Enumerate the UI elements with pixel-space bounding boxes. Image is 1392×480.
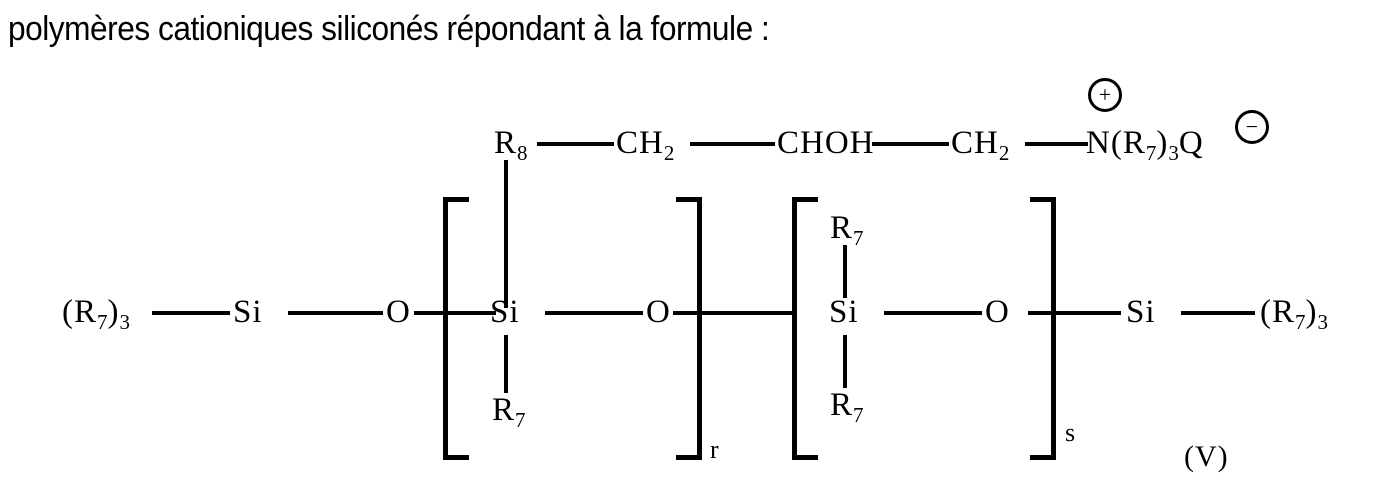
atom-label-left-cap-R7: (R7)3: [62, 294, 130, 334]
bracket-open-unit-r: [443, 197, 469, 460]
atom-label-CH2-second: CH2: [951, 125, 1010, 165]
positive-charge-icon: +: [1088, 78, 1122, 112]
atom-label-unit-s-silicon: Si: [829, 294, 859, 330]
formula-number-label: (V): [1184, 440, 1229, 473]
atom-label-unit-s-top-R7: R7: [830, 210, 864, 250]
atom-label-R8: R8: [494, 125, 528, 165]
atom-label-unit-r-R7: R7: [492, 392, 526, 432]
bond-unit-r-si-o: [545, 311, 643, 315]
bracket-open-unit-s: [792, 197, 818, 460]
bond-between-repeat-units: [673, 311, 793, 315]
bond-r8-ch2: [537, 142, 614, 146]
bond-unit-s-si-to-r7-bottom: [843, 335, 847, 388]
bond-choh-ch2: [872, 142, 949, 146]
bond-rightsi-rightcap: [1181, 311, 1255, 315]
bond-ch2-nitrogen: [1025, 142, 1088, 146]
atom-label-left-oxygen: O: [386, 294, 411, 330]
repeat-index-s: s: [1065, 418, 1076, 447]
bond-unit-s-r7-top-to-si: [843, 245, 847, 298]
atom-label-CH2-first: CH2: [616, 125, 675, 165]
atom-label-ammonium: N(R7)3Q: [1086, 125, 1204, 165]
negative-charge-icon: −: [1235, 110, 1269, 144]
atom-label-unit-s-oxygen: O: [985, 294, 1010, 330]
chemical-structure-formula-V: R8 CH2 CHOH CH2 + N(R7)3Q − (R7)3 Si O: [0, 60, 1392, 480]
atom-label-unit-s-bottom-R7: R7: [830, 387, 864, 427]
repeat-index-r: r: [710, 435, 719, 464]
bond-bracket-s-to-right-si: [1028, 311, 1121, 315]
bond-o-to-bracket-r: [414, 311, 496, 315]
bond-leftcap-si: [152, 311, 230, 315]
page-heading: polymères cationiques siliconés répondan…: [8, 10, 770, 48]
bracket-close-unit-r: [676, 197, 702, 460]
bond-leftsi-o: [288, 311, 383, 315]
atom-label-unit-r-oxygen: O: [646, 294, 671, 330]
atom-label-CHOH: CHOH: [777, 125, 875, 161]
bond-unit-r-si-to-r7: [504, 335, 508, 393]
bracket-close-unit-s: [1030, 197, 1056, 460]
atom-label-right-silicon: Si: [1126, 294, 1156, 330]
atom-label-left-silicon: Si: [233, 294, 263, 330]
bond-ch2-choh: [690, 142, 775, 146]
bond-r8-to-silicon: [504, 160, 508, 308]
atom-label-unit-r-silicon: Si: [490, 294, 520, 330]
bond-unit-s-si-o: [884, 311, 982, 315]
atom-label-right-cap-R7: (R7)3: [1260, 294, 1328, 334]
